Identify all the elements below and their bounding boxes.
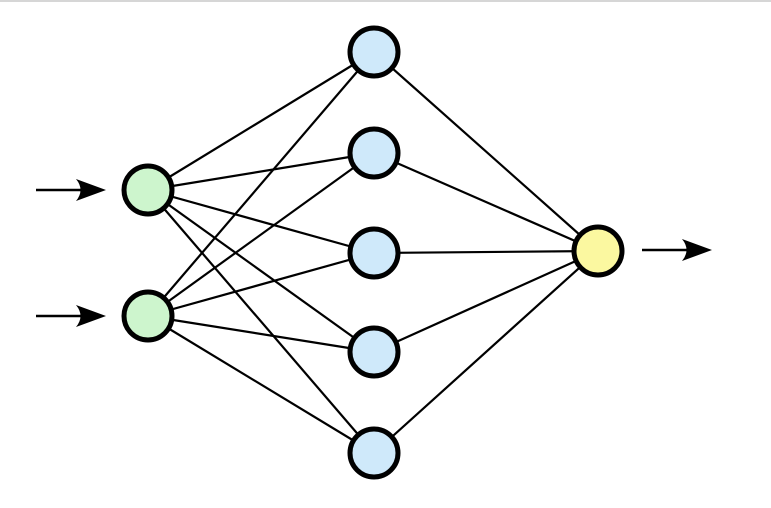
hidden-node-5 (347, 426, 401, 480)
hidden-node-3 (347, 226, 401, 280)
connection-edge (147, 251, 375, 318)
output-arrow-head-icon (682, 239, 712, 261)
output-arrow (642, 239, 712, 261)
connection-edge (373, 249, 599, 354)
input-arrow-1 (36, 179, 106, 201)
connection-edge (147, 151, 375, 192)
input-node-2 (121, 289, 175, 343)
connection-edge (147, 51, 375, 317)
hidden-node-1 (347, 25, 401, 79)
input-arrow-2-head-icon (76, 305, 106, 327)
connection-edge (373, 249, 599, 255)
input-arrow-2 (36, 305, 106, 327)
connection-edge (147, 315, 375, 454)
connection-edge (147, 189, 375, 454)
input-node-1 (121, 163, 175, 217)
connection-edge (147, 314, 375, 354)
connection-edge (147, 189, 375, 353)
connection-edge (373, 250, 599, 454)
connection-edge (147, 152, 375, 317)
hidden-node-2 (347, 126, 401, 180)
connection-edge (147, 188, 375, 255)
hidden-node-4 (347, 325, 401, 379)
connection-edge (147, 51, 375, 191)
output-node-1 (571, 224, 625, 278)
connection-edge (373, 51, 599, 252)
connection-edge (373, 151, 599, 253)
input-arrow-1-head-icon (76, 179, 106, 201)
